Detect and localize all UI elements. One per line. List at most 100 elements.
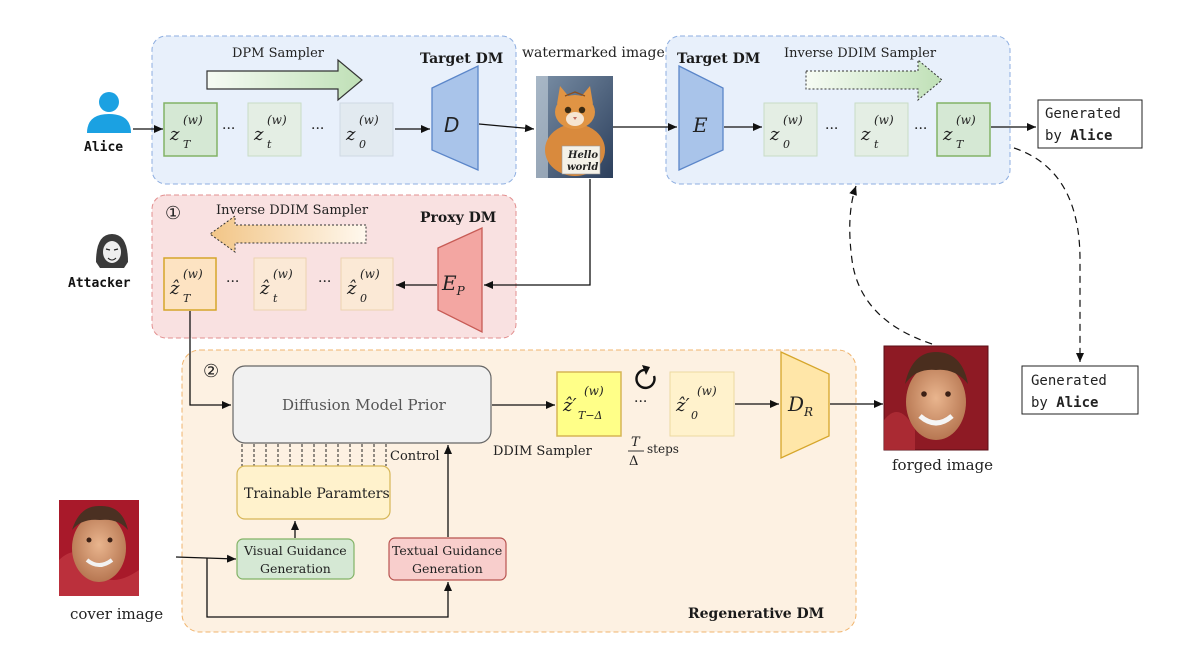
svg-text:0: 0 [783, 138, 790, 151]
steps-annotation: T Δ steps [628, 435, 679, 469]
latent-zt: z (w) t [253, 113, 287, 151]
sign-hello: Hello [567, 150, 598, 161]
svg-text:ẑ′: ẑ′ [562, 395, 577, 416]
regen-step-marker: ② [203, 361, 219, 382]
svg-text:(w): (w) [956, 113, 976, 127]
svg-text:z: z [942, 124, 953, 145]
ellipsis: ··· [825, 121, 838, 137]
svg-text:z: z [860, 124, 871, 145]
encoder-E-label: E [692, 113, 708, 137]
control-lines [241, 444, 387, 466]
svg-text:(w): (w) [183, 267, 203, 281]
svg-text:ẑ: ẑ [259, 278, 270, 299]
svg-text:t: t [874, 138, 879, 151]
trainable-params-label: Trainable Paramters [244, 486, 390, 502]
arrow-proxy-to-prior [189, 311, 231, 409]
watermarked-image-label: watermarked image [522, 45, 665, 61]
svg-text:T: T [631, 435, 641, 450]
decoder-DR [780, 350, 830, 460]
textual-guidance-line2: Generation [412, 561, 483, 576]
proxy-latent-zt-box [253, 257, 307, 311]
svg-text:(w): (w) [697, 384, 717, 398]
regen-latent-a-box [556, 371, 622, 437]
latent-right-zT-box [936, 102, 991, 157]
latent-zT-box [163, 102, 218, 157]
generated-line2: by Alice [1031, 395, 1098, 411]
arrow-cover-to-visual [175, 554, 237, 563]
cover-image [59, 500, 139, 596]
visual-guidance-line2: Generation [260, 561, 331, 576]
dashed-arrow-to-generated-2 [1013, 147, 1084, 362]
target-dm-right-title: Target DM [677, 51, 760, 67]
proxy-step-marker: ① [165, 203, 181, 224]
svg-text:0: 0 [360, 292, 367, 305]
svg-text:0: 0 [691, 409, 698, 422]
svg-text:T−Δ: T−Δ [578, 409, 603, 422]
ellipsis: ··· [634, 394, 647, 410]
proxy-latent-z0-box [340, 257, 394, 311]
alice-label: Alice [84, 140, 123, 155]
svg-text:z: z [169, 124, 180, 145]
generated-by-alice-box-2 [1021, 365, 1139, 415]
latent-right-z0-box [763, 102, 818, 157]
proxy-latent-zt: ẑ (w) t [259, 267, 293, 305]
svg-text:T: T [183, 292, 192, 305]
svg-text:(w): (w) [874, 113, 894, 127]
latent-z0-box [339, 102, 394, 157]
proxy-latent-z0: ẑ (w) 0 [346, 267, 380, 305]
regen-dm-title: Regenerative DM [688, 606, 824, 622]
svg-text:(w): (w) [360, 267, 380, 281]
arrow-cover-to-textual [206, 558, 452, 618]
visual-guidance-line1: Visual Guidance [243, 543, 347, 558]
refresh-cycle-icon [635, 365, 656, 390]
encoder-EP-label: EP [441, 271, 466, 298]
svg-text:t: t [267, 138, 272, 151]
proxy-sampler-label: Inverse DDIM Sampler [216, 203, 369, 218]
forged-image-label: forged image [892, 456, 993, 474]
svg-text:Δ: Δ [629, 454, 638, 469]
forged-image [883, 345, 989, 451]
trainable-params-box [236, 465, 391, 520]
encoder-E [678, 64, 724, 172]
regen-latent-b-box [669, 371, 735, 437]
svg-text:(w): (w) [359, 113, 379, 127]
svg-text:(w): (w) [267, 113, 287, 127]
svg-text:z: z [253, 124, 264, 145]
attacker-label: Attacker [68, 276, 131, 291]
sign-world: world [567, 162, 598, 173]
ellipsis: ··· [222, 121, 235, 137]
inverse-ddim-sampler-label: Inverse DDIM Sampler [784, 46, 937, 61]
proxy-latent-zT: ẑ (w) T [169, 267, 203, 305]
dpm-sampler-label: DPM Sampler [232, 46, 325, 61]
latent-right-zt: z (w) t [860, 113, 894, 151]
attacker-icon [96, 234, 128, 268]
ellipsis: ··· [311, 121, 324, 137]
latent-right-zt-box [854, 102, 909, 157]
svg-text:(w): (w) [783, 113, 803, 127]
latent-zT: z (w) T [169, 113, 203, 151]
textual-guidance-box [388, 537, 507, 581]
dpm-sampler-arrow [206, 58, 363, 102]
arrow [478, 123, 535, 133]
ddim-sampler-label: DDIM Sampler [493, 444, 593, 459]
inverse-ddim-arrow-right [805, 58, 943, 102]
proxy-latent-zT-box [163, 257, 217, 311]
svg-text:0: 0 [359, 138, 366, 151]
cover-image-label: cover image [70, 605, 163, 623]
ellipsis: ··· [318, 274, 331, 290]
control-label: Control [390, 449, 440, 464]
svg-text:ẑ′: ẑ′ [675, 395, 690, 416]
textual-guidance-line1: Textual Guidance [392, 543, 502, 558]
decoder-DR-label: DR [787, 392, 813, 419]
diffusion-model-prior-box [232, 365, 492, 444]
regen-latent-b: ẑ′ (w) 0 [675, 384, 717, 422]
diffusion-model-prior-label: Diffusion Model Prior [282, 396, 447, 414]
svg-text:ẑ: ẑ [169, 278, 180, 299]
svg-text:ẑ: ẑ [346, 278, 357, 299]
target-dm-left-title: Target DM [420, 51, 503, 67]
proxy-dm-title: Proxy DM [420, 210, 496, 226]
svg-text:steps: steps [647, 442, 679, 456]
visual-guidance-box [236, 538, 355, 580]
decoder-D [431, 64, 479, 171]
latent-right-z0: z (w) 0 [769, 113, 803, 151]
